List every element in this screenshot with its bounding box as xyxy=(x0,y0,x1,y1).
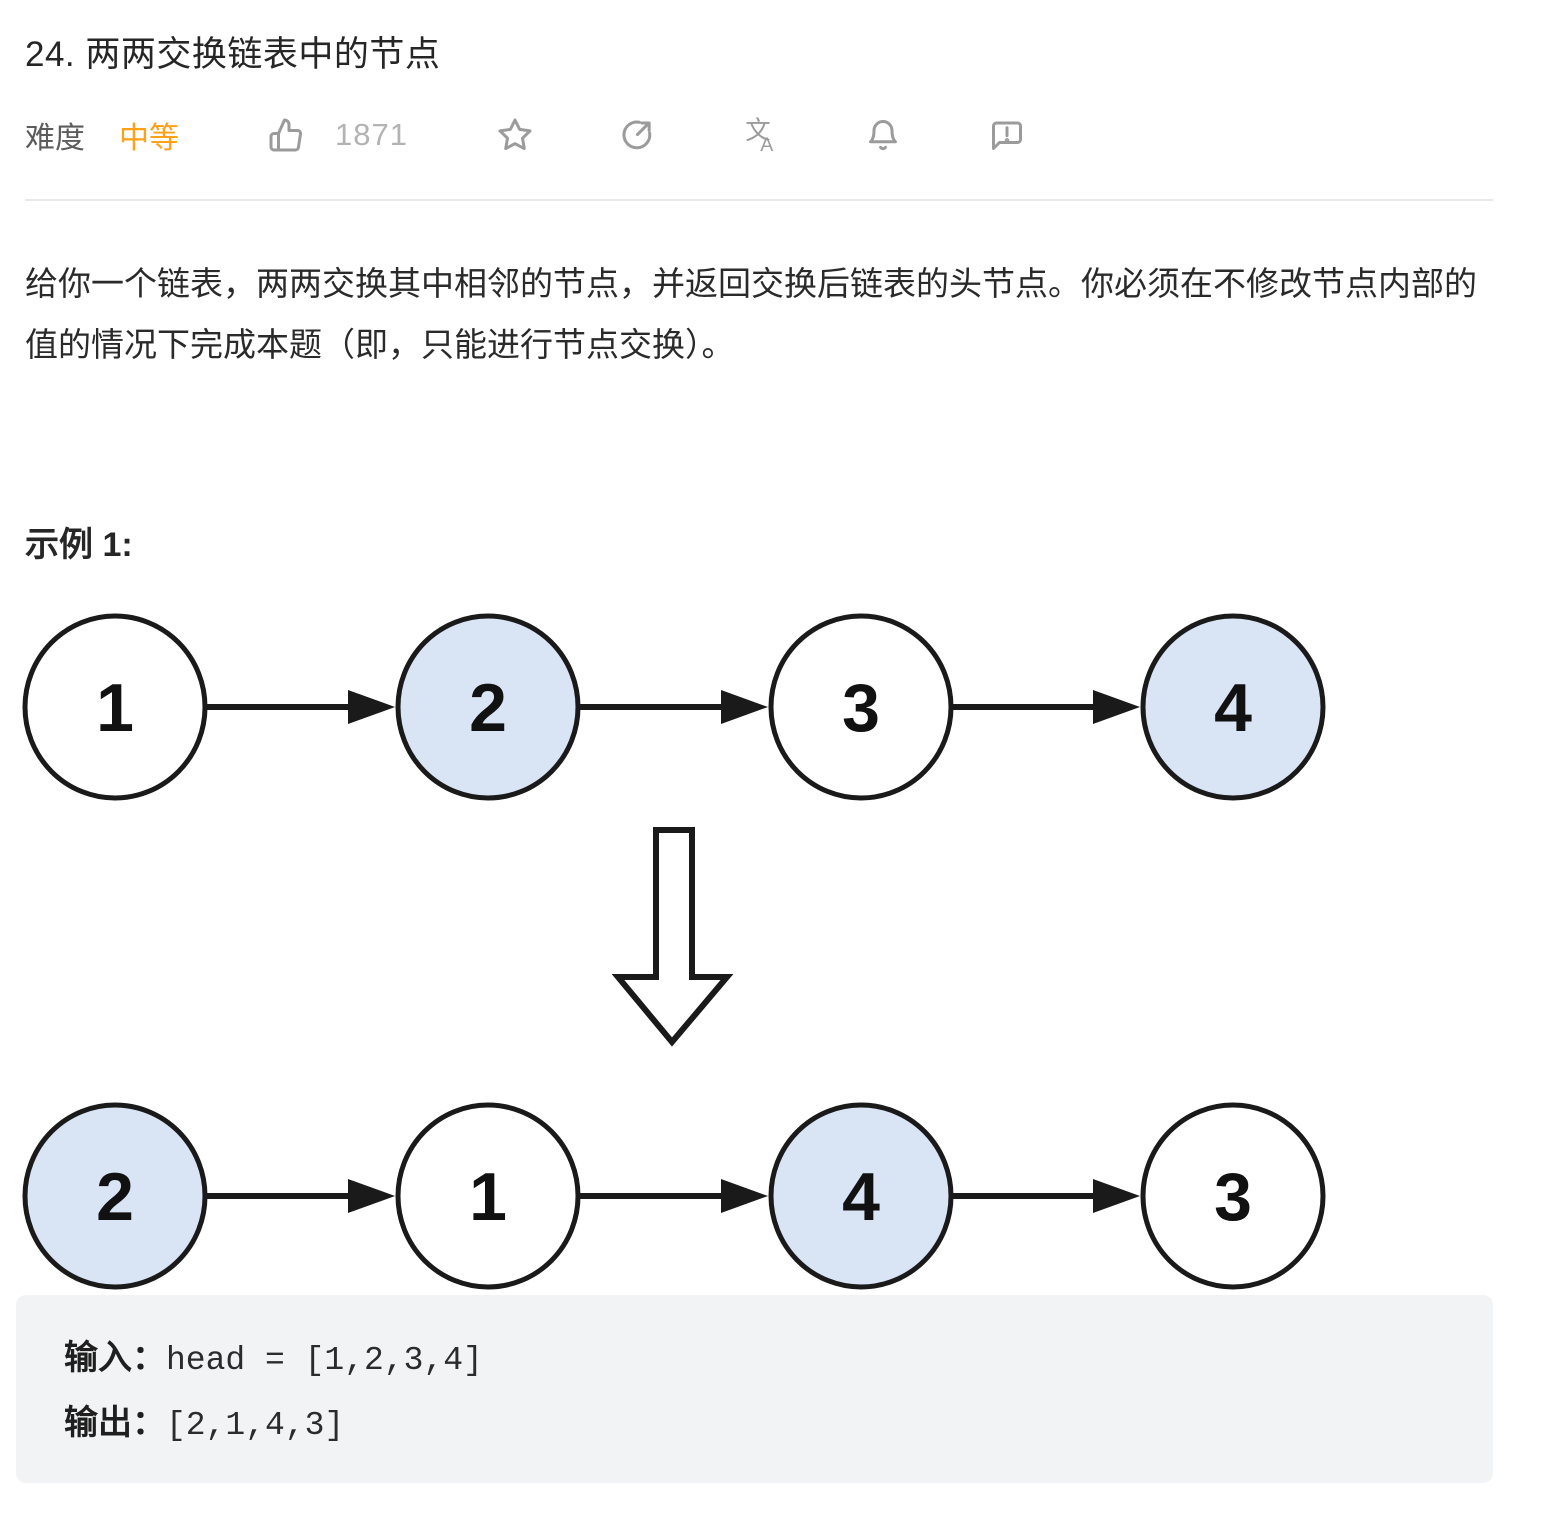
bell-icon[interactable] xyxy=(864,116,902,154)
svg-text:A: A xyxy=(760,134,773,153)
list-node: 2 xyxy=(22,1102,208,1290)
arrow-head xyxy=(721,690,768,724)
list-node: 4 xyxy=(1140,613,1326,801)
arrow-head xyxy=(348,1179,395,1213)
linked-list-diagram: 1 2 3 4 2 1 4 3 xyxy=(22,613,1326,1290)
svg-text:文: 文 xyxy=(745,117,771,145)
star-icon[interactable] xyxy=(496,116,534,154)
difficulty-badge: 中等 xyxy=(119,122,179,155)
node-value: 1 xyxy=(469,1159,507,1235)
list-node: 4 xyxy=(768,1102,954,1290)
list-node: 1 xyxy=(395,1102,581,1290)
node-value: 3 xyxy=(1214,1159,1252,1235)
node-value: 2 xyxy=(96,1159,134,1235)
down-arrow-icon xyxy=(611,827,734,1047)
example-diagram: 1 2 3 4 2 1 4 3 xyxy=(0,602,1542,1307)
translate-icon[interactable]: 文 A xyxy=(742,116,780,154)
node-value: 3 xyxy=(842,670,880,746)
output-value: [2,1,4,3] xyxy=(166,1407,345,1444)
difficulty-label: 难度 xyxy=(25,122,85,155)
output-label: 输出： xyxy=(64,1404,166,1442)
arrow-head xyxy=(721,1179,768,1213)
node-value: 4 xyxy=(1214,670,1252,746)
node-value: 4 xyxy=(842,1159,880,1235)
likes-count: 1871 xyxy=(335,117,408,152)
input-label: 输入： xyxy=(64,1339,166,1377)
input-value: head = [1,2,3,4] xyxy=(166,1342,483,1379)
list-node: 3 xyxy=(768,613,954,801)
list-node: 3 xyxy=(1140,1102,1326,1290)
list-node: 2 xyxy=(395,613,581,801)
divider xyxy=(25,199,1493,201)
arrow-head xyxy=(1093,690,1140,724)
example-output-line: 输出：[2,1,4,3] xyxy=(64,1392,1493,1457)
node-value: 1 xyxy=(96,670,134,746)
feedback-icon[interactable] xyxy=(988,116,1026,154)
example-input-line: 输入：head = [1,2,3,4] xyxy=(64,1327,1493,1392)
example-io-box: 输入：head = [1,2,3,4] 输出：[2,1,4,3] xyxy=(16,1295,1493,1483)
random-refresh-icon[interactable] xyxy=(618,116,656,154)
node-value: 2 xyxy=(469,670,507,746)
meta-row: 难度 中等 1871 文 A xyxy=(25,113,1517,157)
arrow-head xyxy=(348,690,395,724)
list-node: 1 xyxy=(22,613,208,801)
page-title: 24. 两两交换链表中的节点 xyxy=(25,35,441,74)
thumbs-up-icon[interactable] xyxy=(267,116,305,154)
example-heading: 示例 1: xyxy=(25,526,133,564)
problem-description: 给你一个链表，两两交换其中相邻的节点，并返回交换后链表的头节点。你必须在不修改节… xyxy=(25,265,1477,363)
arrow-head xyxy=(1093,1179,1140,1213)
